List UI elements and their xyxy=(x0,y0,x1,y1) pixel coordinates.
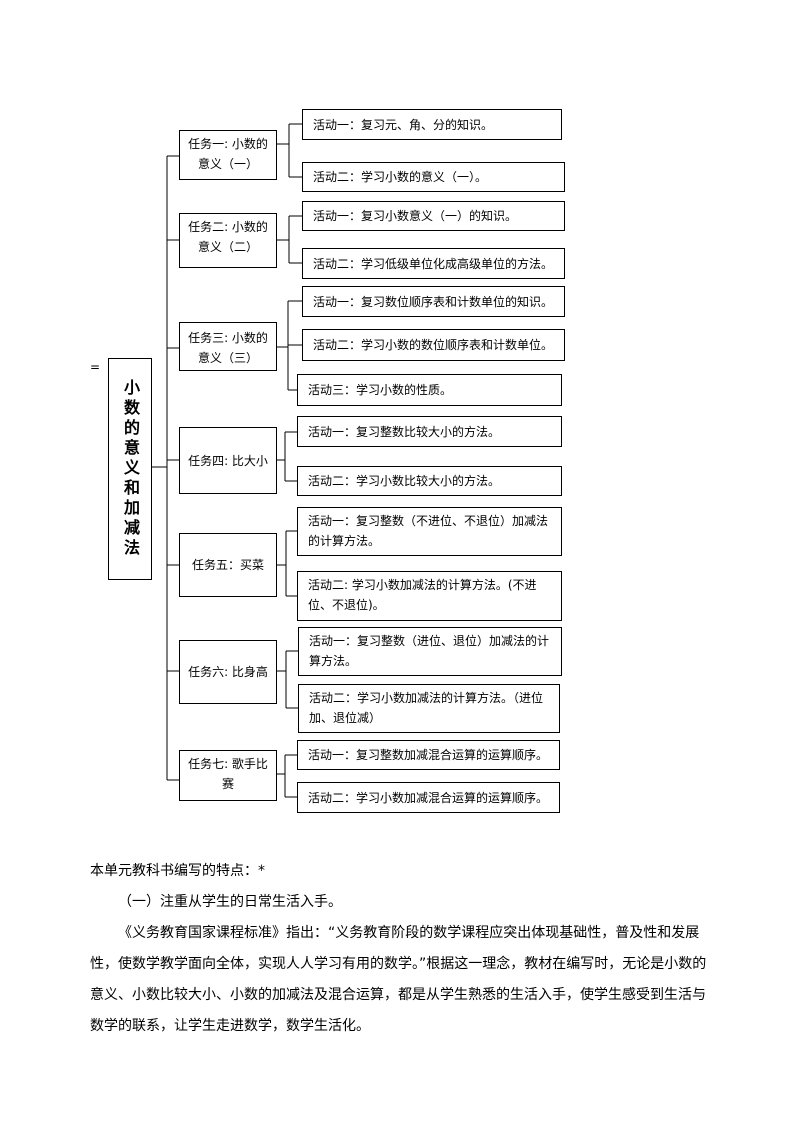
task-7-box: 任务七: 歌手比赛 xyxy=(179,750,277,801)
task-3-box: 任务三: 小数的意义（三） xyxy=(179,322,277,371)
task-1-activity-2: 活动二：学习小数的意义（一）。 xyxy=(302,162,565,192)
root-topic-box: 小数的意义和加减法 xyxy=(108,358,152,580)
task-2-activity-2: 活动二：学习低级单位化成高级单位的方法。 xyxy=(302,248,565,279)
task-6-box: 任务六: 比身高 xyxy=(179,640,277,704)
body-paragraph: 《义务教育国家课程标准》指出：“义务教育阶段的数学课程应突出体现基础性，普及性和… xyxy=(90,925,707,1034)
task-4-box: 任务四: 比大小 xyxy=(179,427,277,494)
task-7-activity-1: 活动一：复习整数加减混合运算的运算顺序。 xyxy=(297,740,560,770)
task-6-activity-1: 活动一：复习整数（进位、退位）加减法的计算方法。 xyxy=(298,627,562,676)
task-5-activity-2: 活动二: 学习小数加减法的计算方法。(不进位、不退位)。 xyxy=(297,571,562,621)
task-2-box: 任务二: 小数的意义（二） xyxy=(179,213,277,268)
task-1-activity-1: 活动一：复习元、角、分的知识。 xyxy=(302,109,562,140)
task-3-activity-3: 活动三：学习小数的性质。 xyxy=(297,374,562,406)
task-2-activity-1: 活动一：复习小数意义（一）的知识。 xyxy=(302,201,565,231)
task-4-activity-1: 活动一：复习整数比较大小的方法。 xyxy=(297,416,562,447)
task-6-activity-2: 活动二：学习小数加减法的计算方法。（进位加、退位减） xyxy=(298,684,560,733)
task-4-activity-2: 活动二：学习小数比较大小的方法。 xyxy=(297,466,562,496)
root-topic-title: 小数的意义和加减法 xyxy=(121,379,140,559)
task-7-activity-2: 活动二：学习小数加减混合运算的运算顺序。 xyxy=(297,782,560,813)
section-heading: 本单元教科书编写的特点：* xyxy=(90,863,265,879)
task-1-box: 任务一: 小数的意义（一） xyxy=(179,130,277,180)
section-subheading: （一）注重从学生的日常生活入手。 xyxy=(118,894,342,910)
task-5-activity-1: 活动一：复习整数（不进位、不退位）加减法的计算方法。 xyxy=(297,507,562,556)
task-3-activity-2: 活动二：学习小数的数位顺序表和计数单位。 xyxy=(302,329,565,361)
task-5-box: 任务五：买菜 xyxy=(179,533,277,597)
task-3-activity-1: 活动一：复习数位顺序表和计数单位的知识。 xyxy=(302,286,565,317)
page-marker: = xyxy=(90,360,101,374)
